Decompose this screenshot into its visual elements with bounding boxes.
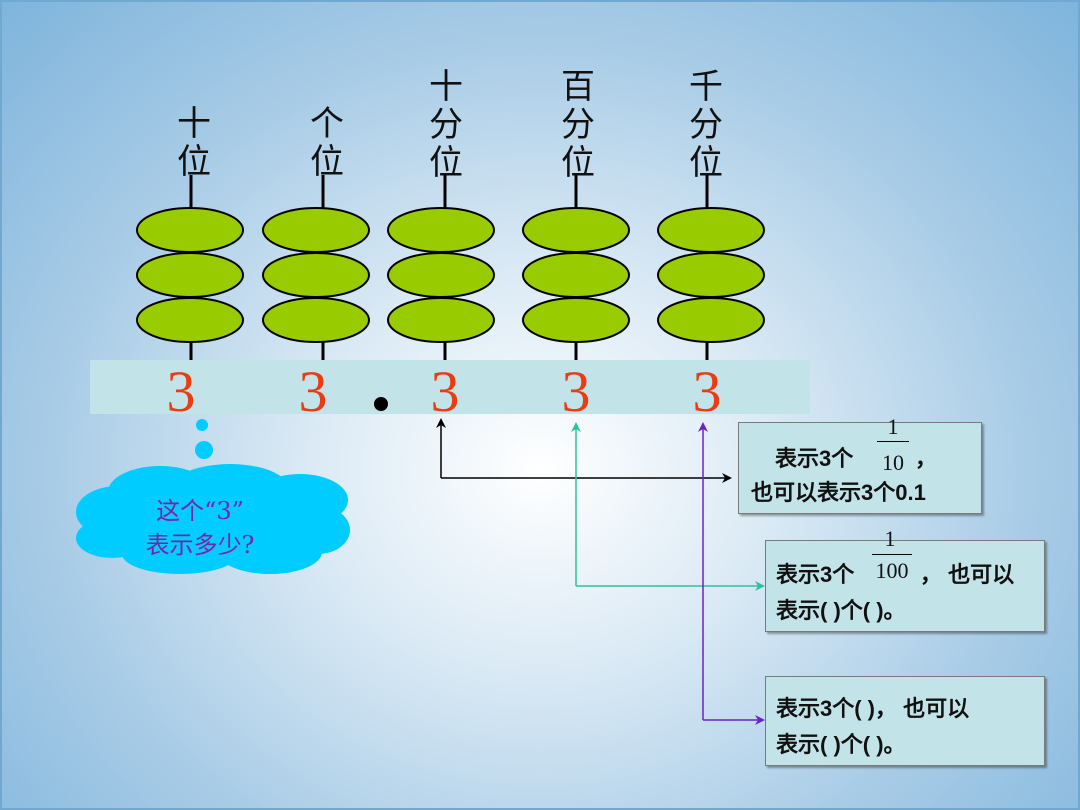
box2-frac-numerator: 1 [884,526,896,551]
bead [522,207,630,253]
thought-cloud [76,402,350,574]
place-label-tenths: 十 分 位 [416,68,476,182]
place-label-ones: 个 位 [297,105,357,181]
box2-line2: 表示( )个( )。 [776,598,906,623]
digit-ones: 3 [298,359,328,424]
bead [657,297,765,343]
box1-line2: 也可以表示3个0.1 [751,480,926,505]
thought-line-1: 这个“3” [156,497,244,525]
bead [522,252,630,298]
bead [262,297,370,343]
thought-text: 这个“3” 表示多少? [100,494,300,562]
label-char: 位 [561,143,595,183]
bead [657,252,765,298]
bead [522,297,630,343]
digit-band [90,360,810,414]
rod-tenths [387,175,495,360]
thought-dot [196,419,208,431]
bead [387,297,495,343]
box1-frac-bar [877,441,909,442]
label-char: 十 [429,67,463,107]
bead [136,297,244,343]
bead [387,252,495,298]
place-label-tens: 十 位 [164,105,224,181]
label-char: 分 [689,105,723,145]
cloud-shape [76,464,350,574]
label-char: 分 [429,105,463,145]
info-box-thousandths: 表示3个( )， 也可以 表示( )个( )。 [765,676,1045,766]
digit-tenths: 3 [430,359,460,424]
rod-tens [136,175,244,360]
box1-frac-numerator: 1 [887,414,899,439]
box1-frac-denominator: 10 [882,450,904,475]
info-box-tenths: 表示3个 1 10 ， 也可以表示3个0.1 [738,415,982,514]
box2-frac-bar [872,554,912,555]
label-char: 十 [177,104,211,144]
label-char: 位 [310,142,344,182]
rod-hundredths [522,175,630,360]
bead [387,207,495,253]
label-char: 位 [177,142,211,182]
box2-line1-suffix: ， 也可以 [920,562,1015,587]
rod-ones [262,175,370,360]
bead [657,207,765,253]
box2-line1-prefix: 表示3个 [776,562,855,587]
bead [136,252,244,298]
bead [136,207,244,253]
digit-tens: 3 [166,359,196,424]
label-char: 百 [561,67,595,107]
rod-thousandths [657,175,765,360]
bead [262,207,370,253]
label-char: 千 [689,67,723,107]
digit-thousandths: 3 [692,359,722,424]
label-char: 分 [561,105,595,145]
box3-line2: 表示( )个( )。 [776,732,906,757]
box1-line1-prefix: 表示3个 [775,446,854,471]
bead [262,252,370,298]
label-char: 个 [310,104,344,144]
digit-hundredths: 3 [561,359,591,424]
place-label-hundredths: 百 分 位 [548,68,608,182]
thought-line-2: 表示多少? [145,531,255,559]
arrow-tenths [436,418,732,483]
arrow-hundredths [571,422,765,591]
thought-dot [195,441,213,459]
decimal-point [374,397,388,411]
box2-frac-denominator: 100 [875,558,909,583]
box3-line1: 表示3个( )， 也可以 [776,696,970,721]
info-box-hundredths: 表示3个 1 100 ， 也可以 表示( )个( )。 [765,527,1045,632]
arrow-thousandths [698,422,765,725]
box1-line1-suffix: ， [915,446,938,471]
